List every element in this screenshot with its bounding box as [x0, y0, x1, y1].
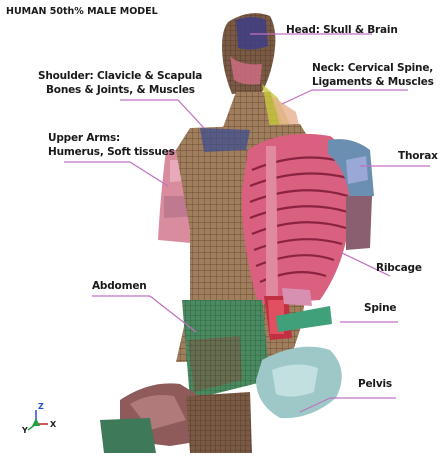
- diagram-title: HUMAN 50th% MALE MODEL: [6, 6, 158, 17]
- label-shoulder-line1: Shoulder: Clavicle & Scapula: [38, 70, 202, 83]
- label-neck-line1: Neck: Cervical Spine,: [312, 62, 433, 75]
- triad-x-label: X: [50, 418, 56, 431]
- leader-shoulder: [178, 100, 204, 128]
- axis-triad: [28, 410, 48, 430]
- leader-neck: [282, 90, 312, 104]
- triad-z-label: Z: [38, 400, 44, 413]
- head-shape: [222, 13, 275, 94]
- label-head: Head: Skull & Brain: [286, 24, 398, 37]
- label-thorax: Thorax: [398, 150, 438, 163]
- label-shoulder-line2: Bones & Joints, & Muscles: [46, 84, 195, 97]
- label-upper-arms-line1: Upper Arms:: [48, 132, 120, 145]
- label-ribcage: Ribcage: [376, 262, 422, 275]
- leader-arm: [130, 162, 168, 186]
- triad-y-label: Y: [22, 424, 28, 437]
- label-abdomen: Abdomen: [92, 280, 147, 293]
- label-neck-line2: Ligaments & Muscles: [312, 76, 434, 89]
- leg-shape: [100, 383, 252, 453]
- pelvis-shape: [256, 347, 342, 419]
- label-spine: Spine: [364, 302, 396, 315]
- label-pelvis: Pelvis: [358, 378, 392, 391]
- label-upper-arms-line2: Humerus, Soft tissues: [48, 146, 175, 159]
